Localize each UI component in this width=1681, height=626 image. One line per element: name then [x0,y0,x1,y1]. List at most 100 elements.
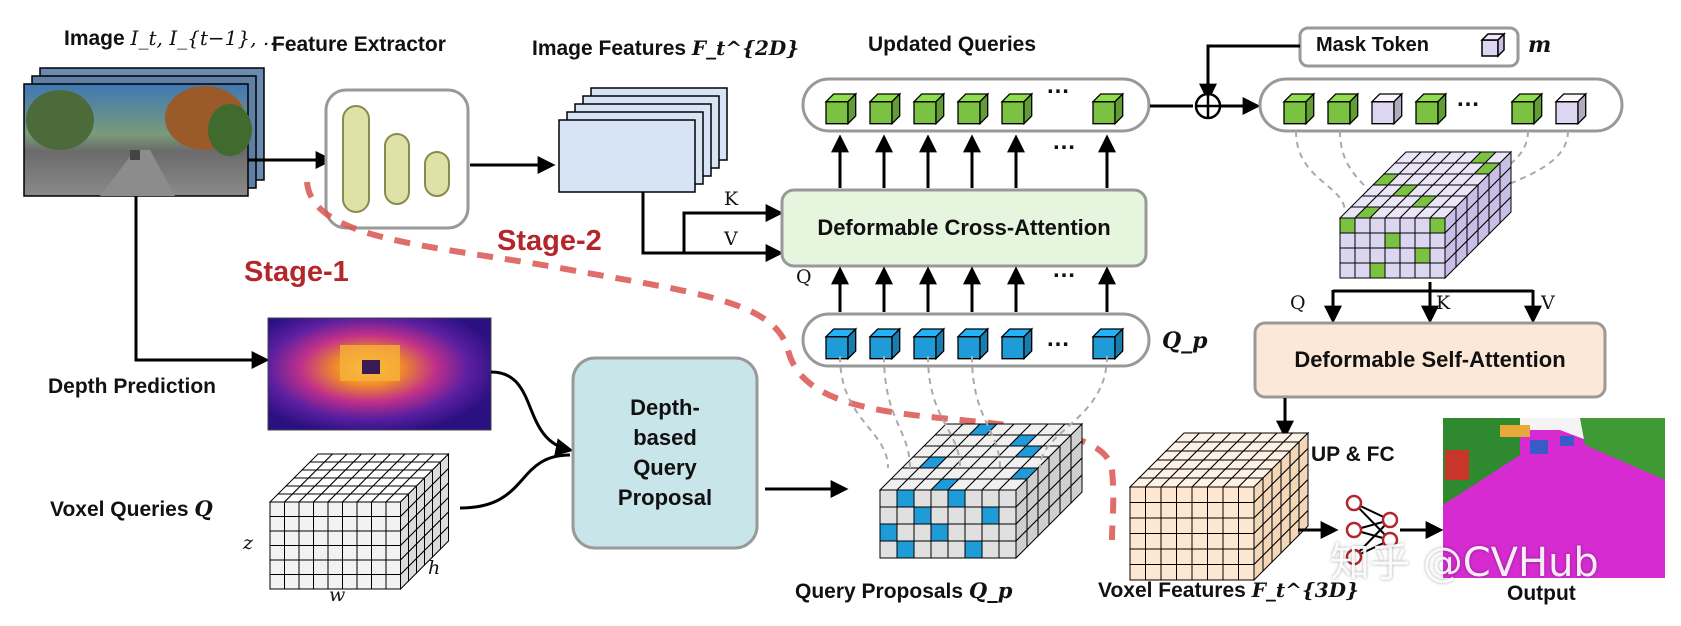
mask-token-label: Mask Token [1316,34,1429,56]
voxel-query-front-cell [371,559,387,575]
mixed-voxel-front-cell [1369,262,1386,279]
deformable-self-attention-label: Deformable Self-Attention [1294,347,1566,372]
mixed-voxel-front-cell [1399,247,1416,264]
output-semantic-scene [1443,418,1665,578]
q-label-self: Q [1290,292,1306,314]
voxel-feature-front-cell [1207,517,1224,534]
query-proposal-front-cell [896,506,915,525]
voxel-query-front-cell [385,530,401,546]
mixed-voxel-front-cell [1414,262,1431,279]
voxel-query-front-cell [269,530,285,546]
voxel-query-front-cell [313,545,329,561]
query-proposal-front-cell [947,540,966,559]
query-proposal-cube [868,327,902,361]
voxel-feature-front-cell [1129,517,1146,534]
voxel-query-front-cell [327,516,343,532]
depth-based-query-proposal-label: Depth- based Query Proposal [617,395,713,510]
voxel-query-front-cell [356,559,372,575]
mixed-voxel-front-cell [1429,247,1446,264]
voxel-query-front-cell [356,545,372,561]
voxel-query-front-cell [269,559,285,575]
query-proposal-front-cell [896,489,915,508]
query-proposal-front-cell [879,489,898,508]
query-proposal-front-cell [930,523,949,542]
v-label-self: V [1541,292,1555,314]
voxel-feature-front-cell [1238,564,1255,581]
arrow-mask-token-to-plus [1199,44,1300,102]
merged-query-cube [1510,92,1544,126]
axis-z-label: z [243,532,254,554]
voxel-query-front-cell [385,501,401,517]
dashed-link [839,355,889,469]
voxel-features-math: F_t^{3D} [1251,578,1359,602]
voxel-feature-front-cell [1191,486,1208,503]
dashed-link [927,355,961,469]
voxel-query-front-cell [313,516,329,532]
query-proposal-front-cell [981,523,1000,542]
query-proposal-cube [956,327,990,361]
query-proposal-front-cell [879,523,898,542]
query-proposal-cube [824,327,858,361]
mixed-voxel-front-cell [1429,232,1446,249]
mask-token-cube-icon [1478,30,1508,65]
voxel-feature-front-cell [1222,548,1239,565]
voxel-feature-front-cell [1238,502,1255,519]
voxel-feature-front-cell [1160,502,1177,519]
mixed-voxel-front-cell [1354,262,1371,279]
voxel-feature-front-cell [1160,533,1177,550]
axis-h-label: h [428,557,441,579]
voxel-queries-grid [268,452,450,591]
voxel-query-front-cell [385,559,401,575]
query-proposal-front-cell [930,506,949,525]
query-proposal-front-cell [930,540,949,559]
voxel-feature-front-cell [1176,533,1193,550]
voxel-query-front-cell [284,516,300,532]
voxel-query-front-cell [269,545,285,561]
voxel-query-front-cell [342,559,358,575]
voxel-feature-front-cell [1176,517,1193,534]
image-features-math: F_t^{2D} [691,36,800,60]
stage-boundary [304,181,1117,541]
voxel-query-front-cell [284,530,300,546]
watermark-text: 知乎 @CVHub [1330,540,1599,586]
arrow-features-to-k [682,204,784,253]
mixed-voxel-front-cell [1429,217,1446,234]
feature-extractor [324,88,470,230]
voxel-feature-front-cell [1207,548,1224,565]
mixed-voxel-front-cell [1339,262,1356,279]
voxel-feature-front-cell [1207,502,1224,519]
voxel-feature-front-cell [1222,517,1239,534]
mixed-voxel-front-cell [1429,262,1446,279]
query-proposal-side-cell [1070,473,1083,505]
voxel-query-front-cell [371,545,387,561]
voxel-query-front-cell [371,574,387,590]
query-proposal-front-cell [913,506,932,525]
query-proposal-cube [1091,327,1125,361]
ellipsis-bottom-arrows: … [1052,256,1076,283]
query-proposal-front-cell [964,540,983,559]
updated-query-cube [868,92,902,126]
voxel-query-front-cell [269,501,285,517]
updated-query-cube [1000,92,1034,126]
voxel-feature-front-cell [1238,533,1255,550]
arrow-image-to-depth [134,196,270,369]
query-proposal-cube [912,327,946,361]
voxel-feature-front-cell [1238,548,1255,565]
query-proposal-front-cell [913,540,932,559]
updated-query-cubes [824,92,1125,126]
merged-query-cube [1326,92,1360,126]
image-label: Image I_t, I_{t−1}, … [64,26,283,50]
arrow-features-to-v [641,192,784,262]
voxel-query-front-cell [313,501,329,517]
k-label-cross: K [724,188,739,210]
query-proposal-front-cell [964,506,983,525]
voxel-feature-front-cell [1207,533,1224,550]
voxel-query-front-cell [356,530,372,546]
axis-w-label: w [329,584,346,606]
voxel-feature-front-cell [1160,517,1177,534]
query-proposals-grid [878,422,1084,560]
depth-prediction-label: Depth Prediction [48,375,217,398]
mixed-voxel-side-cell [1499,195,1512,225]
voxel-features-grid [1128,431,1310,582]
